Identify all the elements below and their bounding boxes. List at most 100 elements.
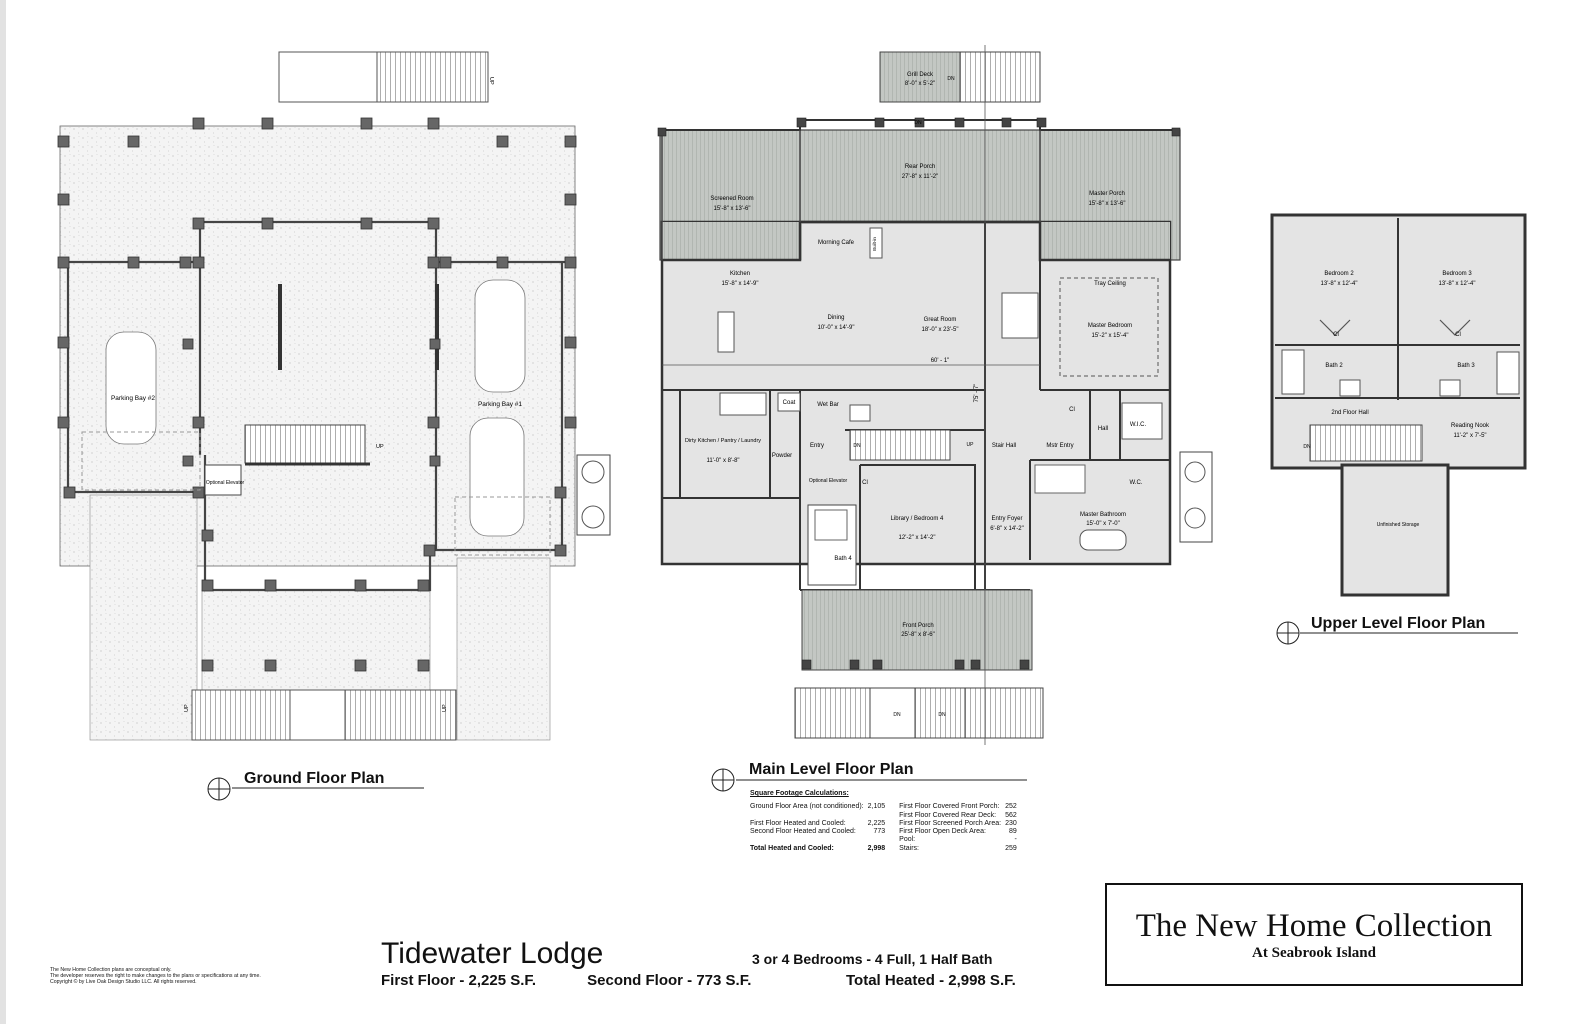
sqft-right-value: 259	[1005, 844, 1017, 852]
sqft-right-value: 230	[1005, 819, 1017, 827]
label-bedroom3: Bedroom 3	[1442, 271, 1472, 277]
label-powder: Powder	[772, 453, 792, 459]
label-master-bath: Master Bathroom	[1080, 512, 1126, 518]
car-bay-1-top	[474, 279, 526, 393]
upper-level-plan: Bedroom 2 13'-8" x 12'-4" Bedroom 3 13'-…	[1270, 213, 1527, 597]
label-entry-foyer-dim: 6'-8" x 14'-2"	[990, 526, 1024, 532]
label-dn-1: DN	[914, 120, 922, 126]
label-master-porch-dim: 15'-8" x 13'-6"	[1089, 201, 1126, 207]
label-overall-depth: 75' - 7"	[974, 384, 980, 403]
main-interior	[660, 220, 1172, 566]
sqft-row: Pool: -	[750, 836, 1021, 844]
main-level-title: Main Level Floor Plan	[749, 761, 914, 778]
label-dn-main: DN	[853, 443, 861, 449]
label-tray-ceiling: Tray Ceiling	[1094, 281, 1126, 287]
ground-floor-plan: Parking Bay #2 Parking Bay #1 Optional E…	[57, 51, 611, 741]
label-bath4: Bath 4	[834, 556, 852, 562]
label-master-porch: Master Porch	[1089, 191, 1125, 197]
disclaimer-line-2: The developer reserves the right to make…	[50, 973, 261, 979]
car-bay-2	[105, 331, 157, 445]
brand-title: The New Home Collection	[1135, 908, 1493, 944]
upper-level-title: Upper Level Floor Plan	[1311, 615, 1486, 632]
label-entry: Entry	[810, 443, 824, 449]
label-screened-room-dim: 15'-8" x 13'-6"	[714, 206, 751, 212]
label-dn-2: DN	[947, 76, 955, 82]
label-optional-elevator-main: Optional Elevator	[809, 478, 848, 484]
label-up-right: UP	[442, 704, 448, 712]
label-closet-b: Cl	[862, 480, 868, 486]
sqft-right-value: -	[1014, 836, 1017, 844]
label-cl-left: Cl	[1333, 332, 1339, 338]
label-morning-cafe: Morning Cafe	[818, 240, 855, 246]
label-stair-hall: Stair Hall	[992, 443, 1016, 449]
label-library-dim: 12'-2" x 14'-2"	[899, 535, 936, 541]
label-overall-width: 60' - 1"	[931, 358, 950, 364]
brand-subtitle: At Seabrook Island	[1252, 945, 1376, 961]
sqft-left-value	[868, 812, 900, 820]
label-reading-nook: Reading Nook	[1451, 423, 1490, 429]
label-dining: Dining	[827, 315, 844, 321]
sqft-right-label: Stairs:	[899, 844, 919, 852]
label-screened-room: Screened Room	[710, 196, 753, 202]
label-dirty-kitchen: Dirty Kitchen / Pantry / Laundry	[685, 438, 761, 444]
sqft-row: Ground Floor Area (not conditioned):2,10…	[750, 803, 1021, 811]
label-front-porch-dim: 25'-8" x 8'-6"	[901, 632, 935, 638]
square-footage-calculations: Square Footage Calculations: Ground Floo…	[750, 790, 1021, 853]
title-markers	[207, 621, 1518, 801]
sqft-left-value: 2,105	[867, 803, 886, 811]
sqft-right-value: 562	[1005, 811, 1017, 819]
upper-stair	[1309, 424, 1423, 462]
label-up-left: UP	[184, 704, 190, 712]
label-built-in: Built-in	[872, 237, 877, 251]
label-dining-dim: 10'-0" x 14'-9"	[818, 325, 855, 331]
sqft-row: First Floor Covered Rear Deck: 562	[750, 812, 1021, 820]
sqft-table: Ground Floor Area (not conditioned):2,10…	[750, 803, 1021, 853]
label-parking-bay-2: Parking Bay #2	[111, 395, 155, 402]
sqft-right-value: 89	[1008, 828, 1017, 836]
ground-floor-title: Ground Floor Plan	[244, 770, 385, 787]
sqft-right-label: First Floor Open Deck Area:	[899, 828, 986, 836]
sqft-header: Square Footage Calculations:	[750, 790, 849, 797]
label-up-top: UP	[488, 77, 494, 85]
brand-title-block: The New Home Collection At Seabrook Isla…	[1105, 883, 1523, 986]
sqft-left-value: 2,225	[867, 819, 886, 827]
ground-driveway-left	[89, 494, 198, 741]
sqft-right-label: Pool:	[899, 836, 916, 844]
label-coat: Coat	[783, 400, 796, 406]
label-bedroom2-dim: 13'-8" x 12'-4"	[1321, 281, 1358, 287]
sqft-left-value	[868, 836, 900, 844]
model-name: Tidewater Lodge	[381, 937, 604, 970]
sqft-left-label	[750, 812, 868, 820]
label-up-stair: UP	[376, 444, 384, 450]
disclaimer-line-3: Copyright © by Live Oak Design Studio LL…	[50, 979, 197, 985]
first-floor-area: First Floor - 2,225 S.F.	[381, 972, 537, 989]
label-wic: W.I.C.	[1130, 422, 1147, 428]
main-stair	[849, 429, 951, 461]
sqft-left-label: First Floor Heated and Cooled:	[750, 819, 846, 827]
label-master-bedroom: Master Bedroom	[1088, 323, 1132, 329]
label-cl-right: Cl	[1455, 332, 1461, 338]
label-dn-4: DN	[938, 712, 946, 718]
label-dn-upper: DN	[1303, 444, 1311, 450]
sqft-left-label	[750, 836, 868, 844]
label-kitchen-dim: 15'-8" x 14'-9"	[722, 281, 759, 287]
label-great-room-dim: 18'-0" x 23'-5"	[922, 327, 959, 333]
label-closet-a: Cl	[1069, 407, 1075, 413]
label-grill-deck: Grill Deck	[907, 72, 934, 78]
label-dirty-kitchen-dim: 11'-0" x 8'-8"	[706, 458, 739, 464]
sqft-right-label: First Floor Covered Rear Deck:	[899, 811, 997, 819]
label-kitchen: Kitchen	[730, 271, 750, 277]
label-grill-deck-dim: 8'-0" x 5'-2"	[905, 81, 935, 87]
label-bath3: Bath 3	[1457, 363, 1475, 369]
sqft-left-value: 2,998	[867, 844, 886, 852]
label-optional-elevator: Optional Elevator	[206, 480, 245, 486]
second-floor-area: Second Floor - 773 S.F.	[587, 972, 752, 989]
sqft-left-value: 773	[873, 828, 886, 836]
label-hall-upper: 2nd Floor Hall	[1331, 410, 1368, 416]
label-entry-foyer: Entry Foyer	[991, 516, 1022, 522]
label-dn-3: DN	[893, 712, 901, 718]
label-library: Library / Bedroom 4	[891, 516, 944, 522]
